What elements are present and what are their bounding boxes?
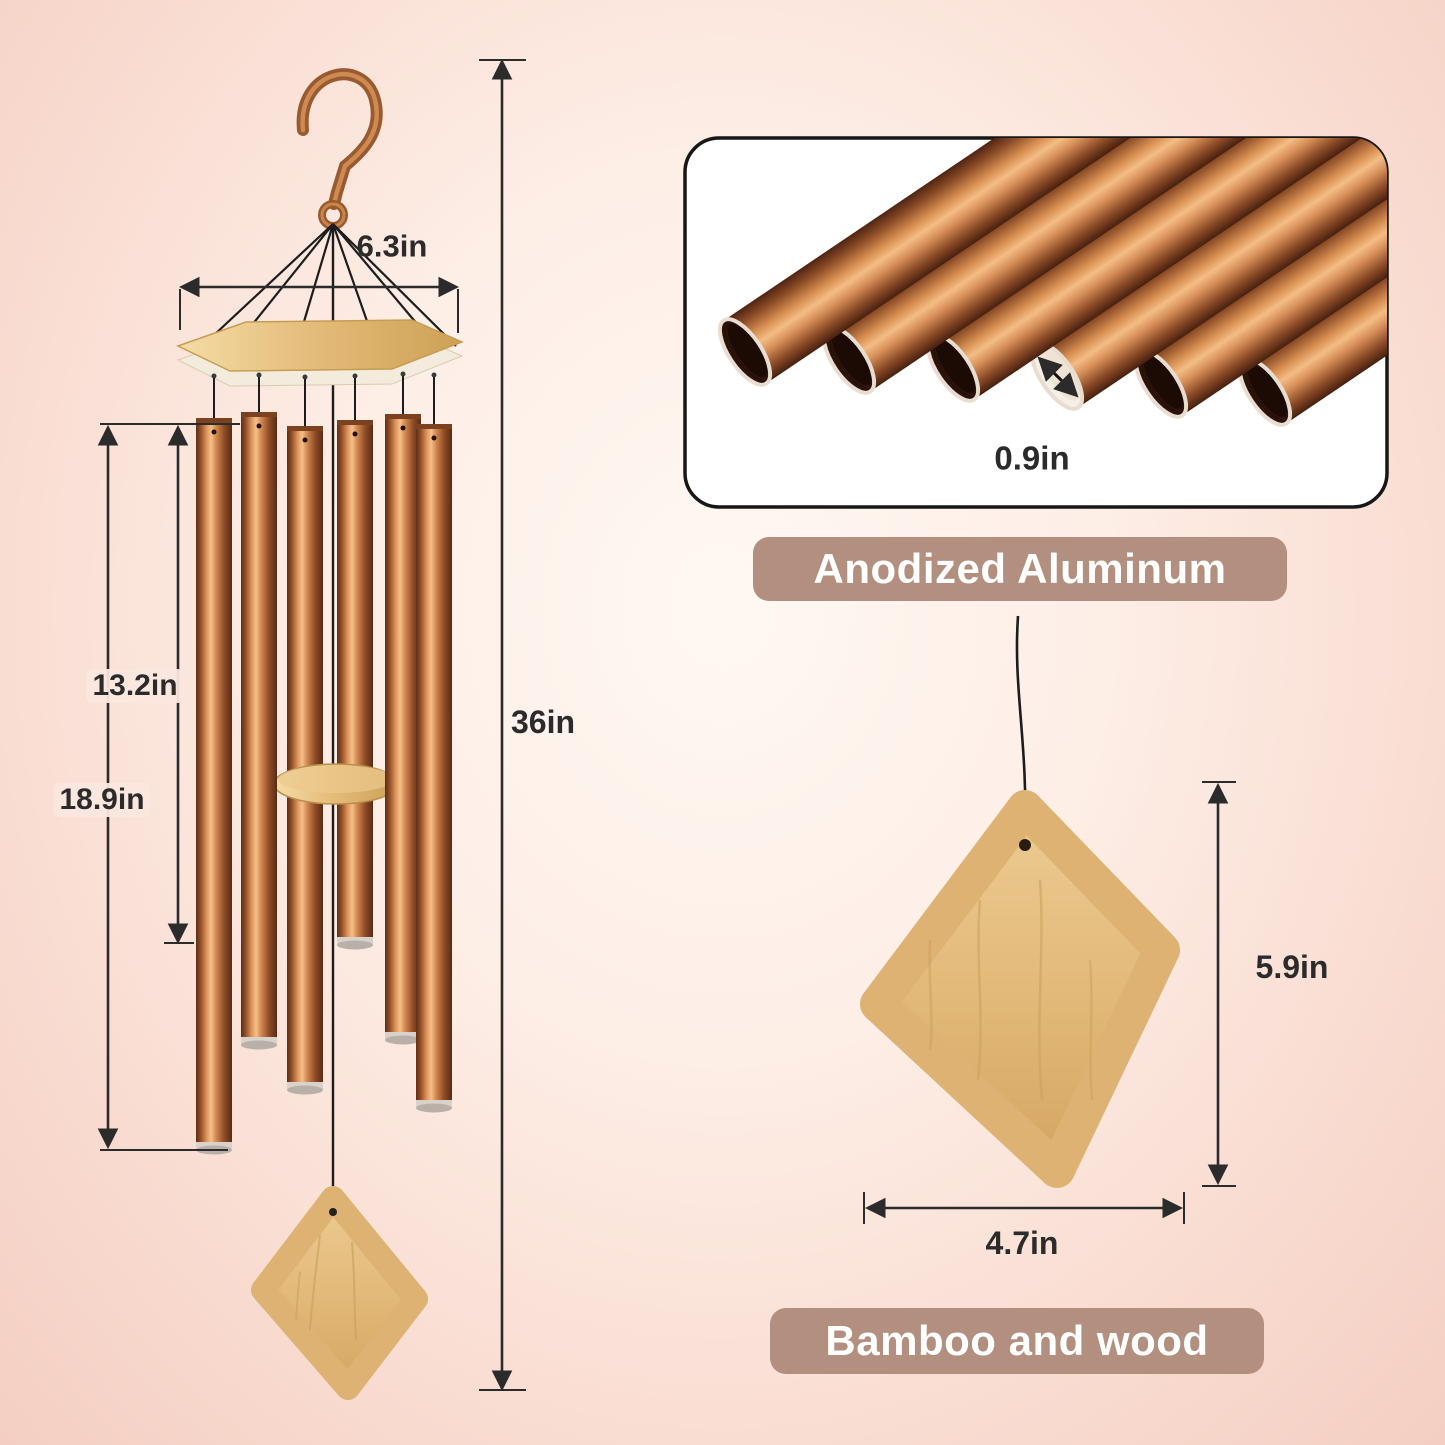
dim-total-length: 36in [510, 704, 576, 740]
dimension-line-tube-diameter [1037, 356, 1079, 398]
wind-chime-illustration [97, 58, 526, 1400]
wooden-top-plate [176, 319, 464, 372]
chime-tube [196, 418, 232, 1155]
closeup-tube [1133, 138, 1387, 419]
sail-closeup-shape [860, 790, 1180, 1188]
chime-tube [241, 412, 277, 1050]
chime-tube [385, 414, 421, 1045]
sail-knot [1019, 839, 1031, 851]
tube-strings [213, 376, 435, 430]
chime-tube [416, 424, 452, 1113]
chime-tube [287, 426, 323, 1095]
dim-tube-diameter: 0.9in [994, 439, 1070, 477]
dim-longest-tube: 18.9in [53, 783, 151, 817]
sail-dimension-lines [863, 781, 1236, 1224]
closeup-tube [717, 138, 1377, 387]
dim-sail-height: 5.9in [1255, 949, 1329, 985]
caption-anodized-aluminum: Anodized Aluminum [753, 537, 1287, 601]
chime-tube [337, 420, 373, 950]
striker-disc [273, 763, 399, 805]
closeup-tube [925, 138, 1387, 403]
caption-bamboo-wood: Bamboo and wood [770, 1308, 1264, 1374]
wind-sail [251, 1186, 428, 1400]
dim-hanger-width: 6.3in [356, 228, 428, 264]
sail-closeup [860, 615, 1236, 1224]
hanging-hook-icon [296, 68, 383, 230]
dim-sail-width: 4.7in [985, 1225, 1059, 1261]
tube-closeup-panel [683, 136, 1389, 509]
dim-shortest-tube: 13.2in [86, 669, 184, 703]
plate-string-holes [211, 371, 437, 380]
